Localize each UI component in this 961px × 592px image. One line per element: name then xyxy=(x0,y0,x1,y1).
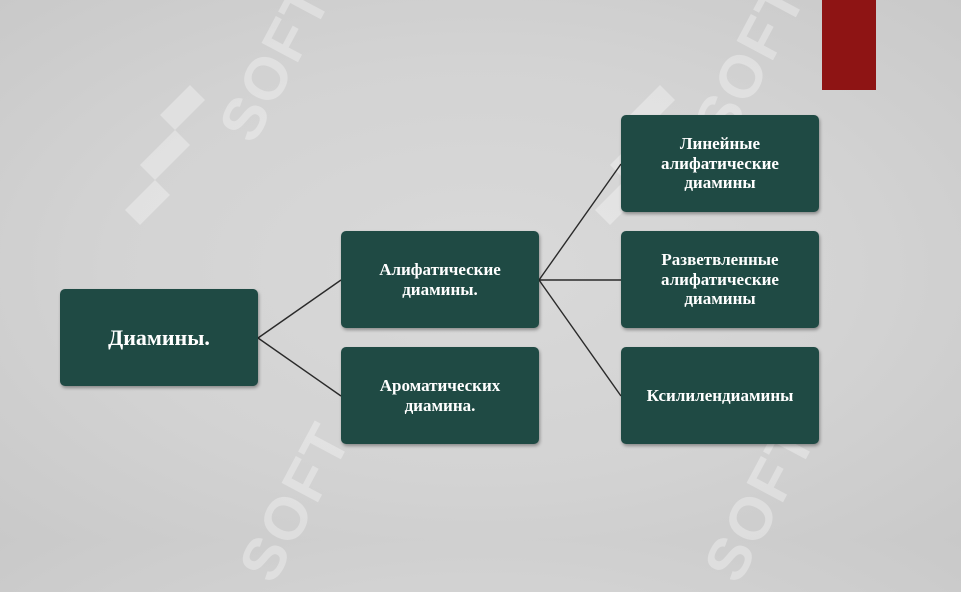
connectors xyxy=(257,163,622,397)
node-aliphatic-diamines-label: Алифатические диамины. xyxy=(379,259,501,299)
node-aromatic-diamines: Ароматических диамина. xyxy=(341,347,539,444)
node-aliphatic-diamines: Алифатические диамины. xyxy=(341,231,539,328)
connector-aliphatic-to-linear xyxy=(538,163,622,281)
node-branched-aliphatic-diamines: Разветвленные алифатические диамины xyxy=(621,231,819,328)
slide: SOFT SOFT SOFT SOFT Диамины. Алифатическ… xyxy=(60,0,876,444)
node-diamines: Диамины. xyxy=(60,289,258,386)
node-aromatic-diamines-label: Ароматических диамина. xyxy=(379,375,501,415)
node-diamines-label: Диамины. xyxy=(108,324,210,350)
connector-root-to-aliphatic xyxy=(257,279,342,339)
node-xylylenediamines: Ксилилендиамины xyxy=(621,347,819,444)
accent-bar xyxy=(822,0,876,90)
node-xylylenediamines-label: Ксилилендиамины xyxy=(646,385,794,405)
connector-root-to-aromatic xyxy=(257,337,342,397)
node-linear-aliphatic-diamines: Линейные алифатические диамины xyxy=(621,115,819,212)
node-branched-aliphatic-diamines-label: Разветвленные алифатические диамины xyxy=(661,250,779,309)
node-linear-aliphatic-diamines-label: Линейные алифатические диамины xyxy=(661,134,779,193)
connector-aliphatic-to-xylylene xyxy=(538,279,622,397)
